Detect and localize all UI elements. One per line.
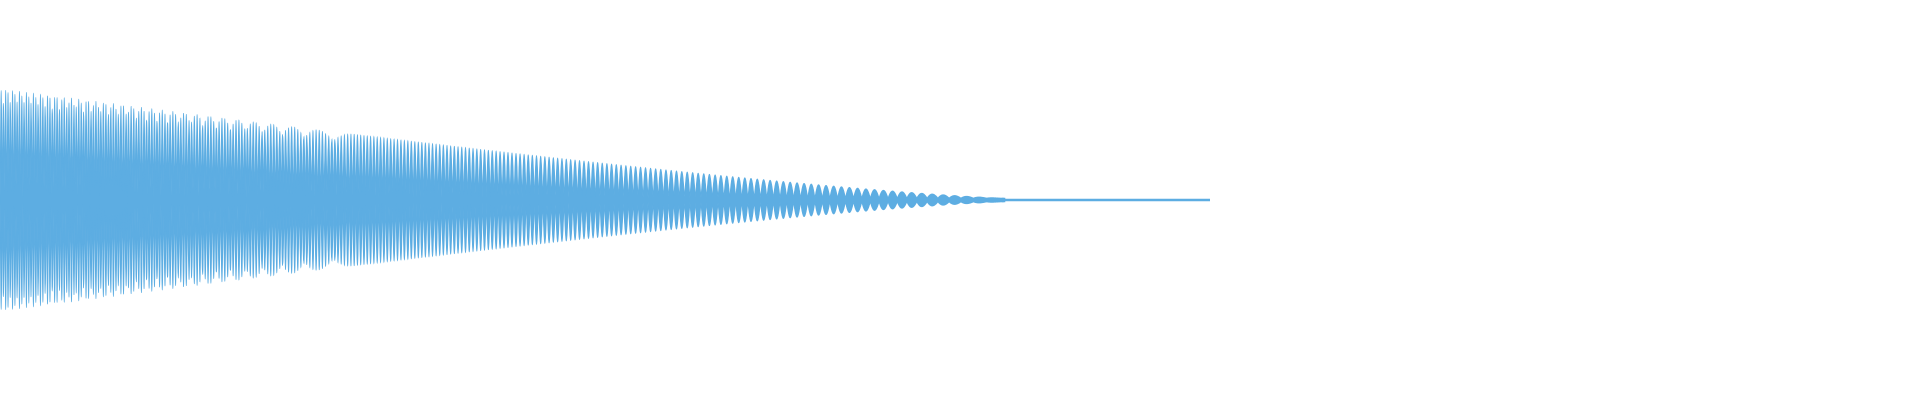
waveform-envelope [0, 90, 1006, 310]
